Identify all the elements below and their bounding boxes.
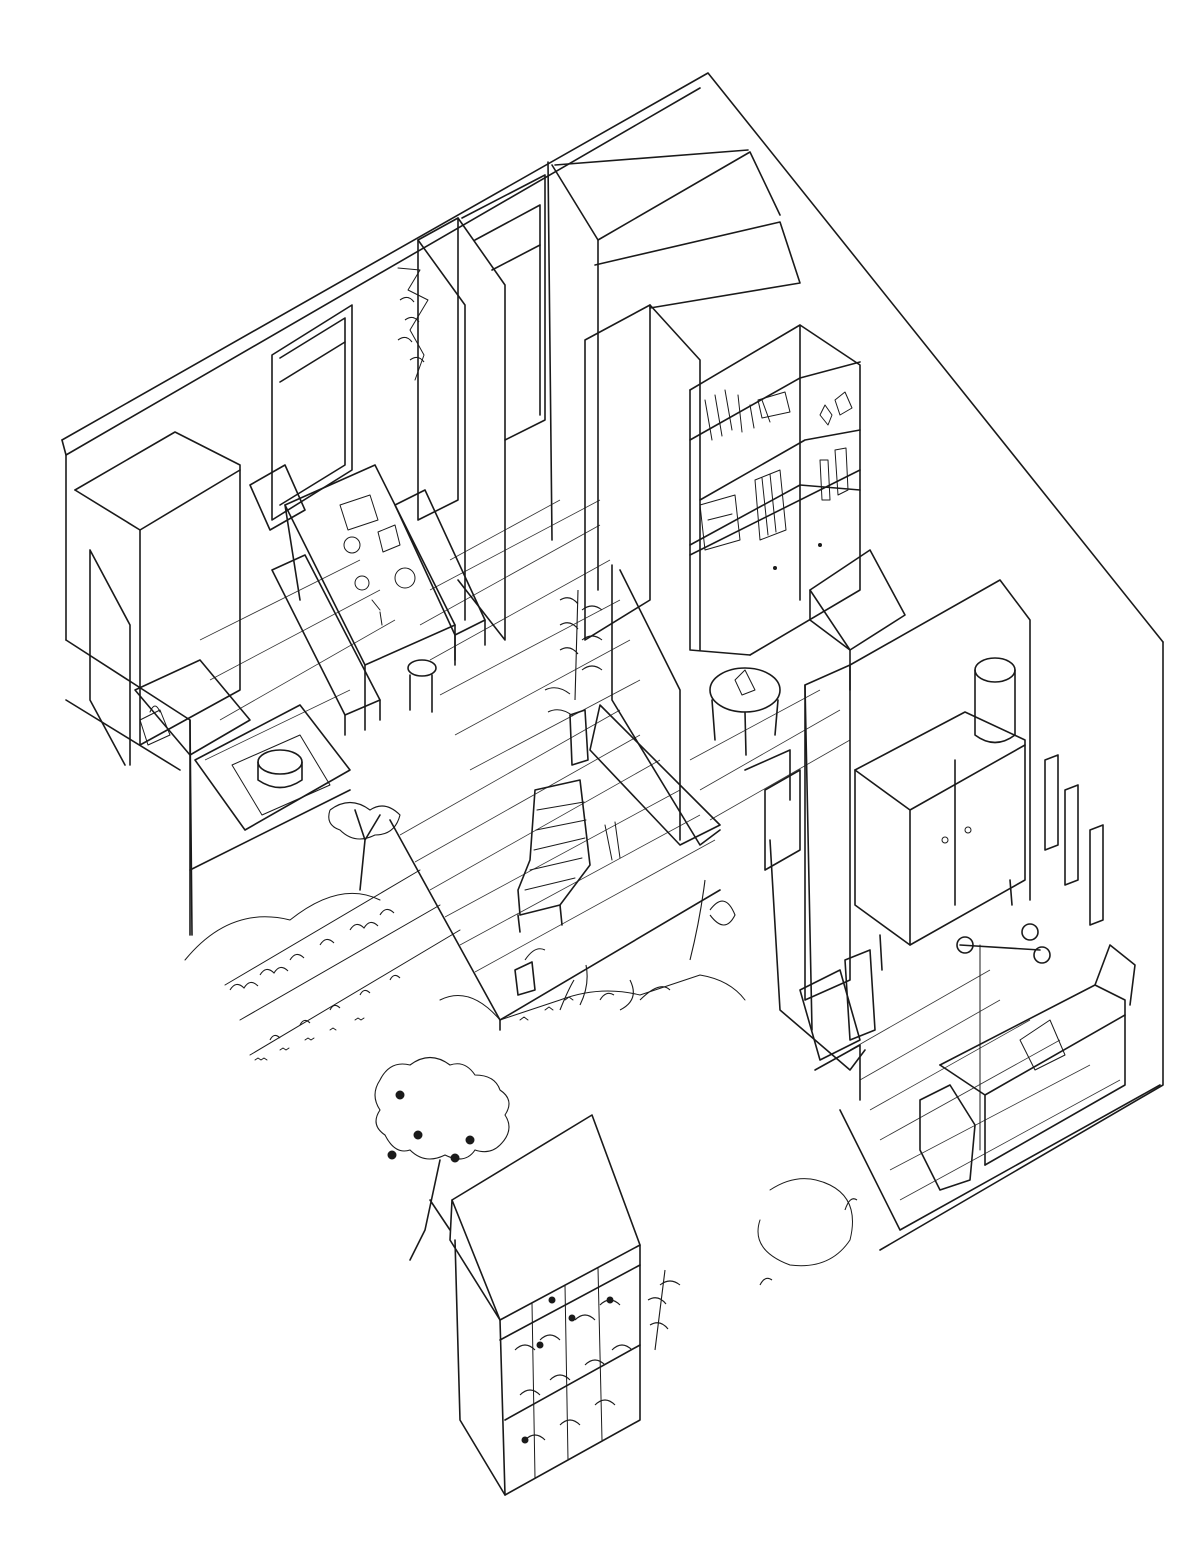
greenhouse [449, 1114, 681, 1496]
ground-texture [254, 996, 574, 1061]
dining-set [249, 267, 486, 736]
floor-boards [199, 499, 1161, 1231]
living-area [514, 589, 781, 996]
garden [184, 801, 858, 1286]
building-shell [61, 72, 1164, 1251]
bedroom [744, 549, 1136, 1191]
kitchen-units [74, 431, 351, 831]
bookshelf [689, 324, 861, 656]
partition-walls [271, 149, 1031, 1031]
